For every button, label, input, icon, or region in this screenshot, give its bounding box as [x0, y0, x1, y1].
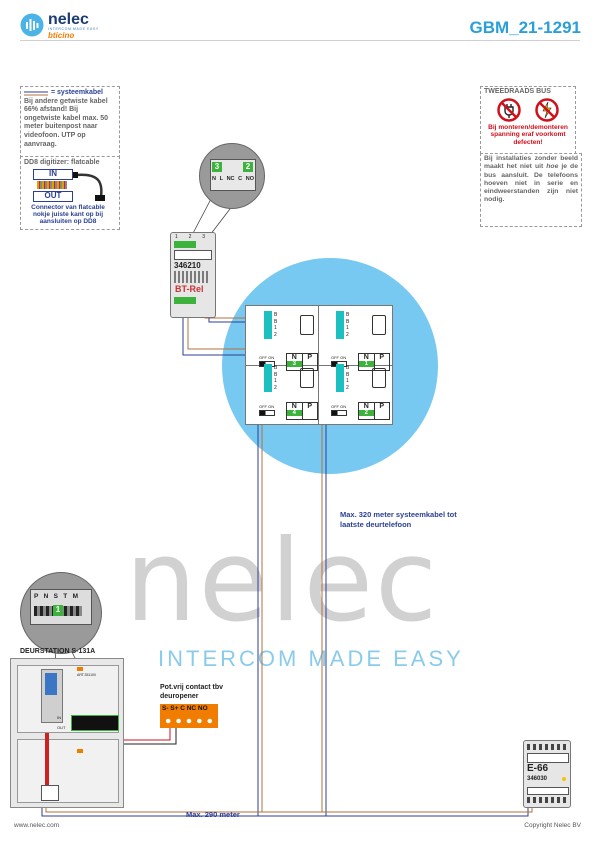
- zoom-left-num: 3: [212, 162, 222, 172]
- zoom-label-l: L: [219, 176, 223, 182]
- relay-terminal-block: [174, 241, 196, 248]
- bus-warning: Bij monteren/demonteren spanning eraf vo…: [488, 124, 568, 146]
- zoom2-label-t: T: [63, 593, 68, 600]
- zoom2-num: 1: [53, 605, 63, 616]
- footer-url[interactable]: www.nelec.com: [14, 822, 60, 829]
- flatcable-connector-icon: [73, 172, 105, 201]
- bus-note-title: TWEEDRAADS BUS: [484, 88, 551, 95]
- zoom-label-nc: NC: [226, 176, 235, 182]
- door-in-label: IN: [57, 715, 61, 720]
- header-divider: [20, 40, 580, 41]
- psu-e66: E-66 346030: [523, 740, 571, 808]
- cable-note: = systeemkabel Bij andere getwiste kabel…: [20, 86, 120, 158]
- door-station: ART.351100 IN OUT: [10, 658, 124, 808]
- psu-name: E-66: [527, 763, 549, 774]
- door-terminal-strip: [71, 715, 119, 731]
- bt-relay: 1 2 3 346210 BT-Rel: [170, 232, 216, 318]
- zoom2-label-n: N: [43, 593, 49, 600]
- phone-3-num: 3: [287, 361, 302, 367]
- dd8-in-label: IN: [33, 169, 73, 180]
- relay-term-1: 1: [175, 234, 178, 240]
- dd8-out-label: OUT: [33, 191, 73, 202]
- psu-code: 346030: [527, 776, 548, 782]
- door-module-code: ART.351100: [77, 673, 96, 677]
- flatcable-icon: [37, 181, 67, 189]
- zoom-label-no: NO: [245, 176, 254, 182]
- door-out-label: OUT: [57, 725, 66, 730]
- phone-2-num: 2: [359, 410, 374, 416]
- no-voltage-icon: [535, 98, 559, 122]
- zoom-label-c: C: [238, 176, 243, 182]
- zoom-label-n: N: [212, 176, 216, 182]
- phone-4-num: 4: [287, 410, 302, 416]
- logo-mark-icon: [20, 13, 44, 37]
- contact-relay: S- S+ C NC NO: [160, 704, 218, 728]
- dd8-note-title: DD8 digitizer: flatcable: [24, 159, 100, 166]
- max-320-label: Max. 320 meter systeemkabel tot laatste …: [340, 510, 457, 529]
- zoom2-label-p: P: [34, 593, 39, 600]
- relay-term-3: 3: [202, 234, 205, 240]
- dd8-note-body: Connector van flatcable nokje juiste kan…: [31, 204, 105, 225]
- no-plug-icon: [497, 98, 521, 122]
- footer-copyright: Copyright Nelec BV: [524, 822, 581, 829]
- bus-note: TWEEDRAADS BUS Bij monteren/demonteren s…: [480, 86, 576, 154]
- zoom2-label-m: M: [72, 593, 78, 600]
- system-cable-icon: [24, 91, 48, 96]
- partner-logo: bticino: [48, 31, 75, 40]
- phone-1-switch: OFF ON: [331, 355, 347, 360]
- watermark-tagline: INTERCOM MADE EASY: [158, 646, 464, 671]
- zoom-relay-terminals: 3 2 N L NC C NO: [199, 143, 265, 209]
- relay-name: BT-Rel: [175, 284, 204, 294]
- relay-term-2: 2: [188, 234, 192, 240]
- cable-note-title: = systeemkabel: [51, 89, 103, 96]
- cable-note-body: Bij andere getwiste kabel 66% afstand! B…: [24, 97, 109, 148]
- phone-2-switch: OFF ON: [331, 404, 347, 409]
- zoom-door-terminals: P N S T M 1: [20, 572, 102, 654]
- bus-note-info: Bij installaties zonder beeld maakt het …: [480, 153, 582, 227]
- watermark-word: nelec: [125, 515, 440, 647]
- phone-4-switch: OFF ON: [259, 404, 275, 409]
- contact-terminals: S- S+ C NC NO: [162, 705, 208, 712]
- relay-bottom-terminals: [174, 297, 196, 304]
- logo-brand: nelec: [48, 11, 89, 28]
- phone-1-num: 1: [359, 361, 374, 367]
- phone-3-switch: OFF ON: [259, 355, 275, 360]
- logo-tagline: INTERCOM MADE EASY: [48, 27, 99, 31]
- door-station-title: DEURSTATION S-131A: [20, 648, 96, 655]
- contact-title: Pot.vrij contact tbv deuropener: [160, 684, 224, 700]
- zoom-right-num: 2: [243, 162, 253, 172]
- relay-code: 346210: [174, 261, 201, 270]
- dd8-note: DD8 digitizer: flatcable IN OUT Connecto…: [20, 156, 120, 230]
- logo: nelec INTERCOM MADE EASY bticino: [20, 12, 100, 40]
- max-290-label: Max. 290 meter: [186, 810, 240, 819]
- doc-id: GBM_21-1291: [469, 18, 581, 37]
- zoom2-label-s: S: [53, 593, 58, 600]
